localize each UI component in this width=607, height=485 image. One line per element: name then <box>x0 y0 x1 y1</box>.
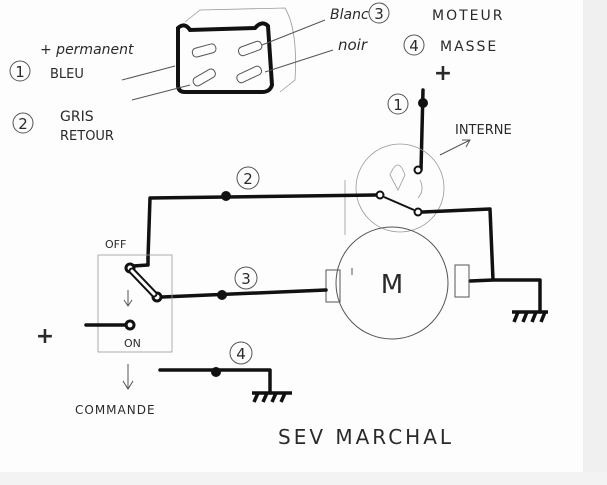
connector-plug <box>121 7 334 101</box>
wire-4-number: 4 <box>409 37 419 55</box>
wire-2-note: RETOUR <box>60 129 114 144</box>
command-switch <box>97 254 173 353</box>
motor: M <box>325 226 470 340</box>
diagram-title: SEV MARCHAL <box>278 425 454 449</box>
wire-3-color: Blanc <box>330 7 369 23</box>
command-arrow-icon <box>122 364 134 390</box>
wire-1-note: + permanent <box>40 42 134 58</box>
legend-wire-4: noir 4 MASSE <box>338 34 498 56</box>
wire-1-number: 1 <box>15 63 25 81</box>
wire-2-color: GRIS <box>60 109 94 125</box>
page-edge <box>583 0 607 485</box>
switch-on-label: ON <box>124 337 141 350</box>
node-1-label: 1 <box>393 96 403 114</box>
node-4-dot <box>211 367 221 377</box>
wire-2 <box>146 193 378 260</box>
node-3-dot <box>217 290 227 300</box>
positive-terminal-left: + <box>36 324 54 349</box>
command-label: COMMANDE <box>75 403 156 417</box>
motor-label: M <box>381 270 403 300</box>
legend-wire-3: Blanc 3 MOTEUR <box>330 2 504 24</box>
node-1-dot <box>418 98 428 108</box>
switch-off-label: OFF <box>105 238 126 251</box>
ground-icon-right <box>512 310 548 323</box>
wire-3 <box>160 288 328 299</box>
internal-switch <box>344 143 445 235</box>
internal-label: INTERNE <box>455 123 512 138</box>
wire-4-note: MASSE <box>440 39 498 55</box>
node-2-dot <box>221 191 231 201</box>
internal-arrow-icon <box>439 139 471 156</box>
wire-4-color: noir <box>338 36 368 54</box>
legend-wire-2: 2 GRIS RETOUR <box>12 109 114 144</box>
wire-3-note: MOTEUR <box>432 8 504 24</box>
wire-return-ground <box>421 207 542 314</box>
page-edge-bottom <box>0 472 607 485</box>
node-4-label: 4 <box>236 345 246 363</box>
positive-terminal-top: + <box>434 61 452 86</box>
node-2-label: 2 <box>243 170 253 188</box>
node-3-label: 3 <box>241 270 251 288</box>
wire-4 <box>158 368 272 395</box>
ground-icon-left <box>252 391 292 403</box>
wire-3-number: 3 <box>374 5 384 23</box>
legend-wire-1: 1 + permanent BLEU <box>9 42 134 82</box>
wire-2-number: 2 <box>18 115 28 133</box>
wire-1-color: BLEU <box>50 67 84 82</box>
